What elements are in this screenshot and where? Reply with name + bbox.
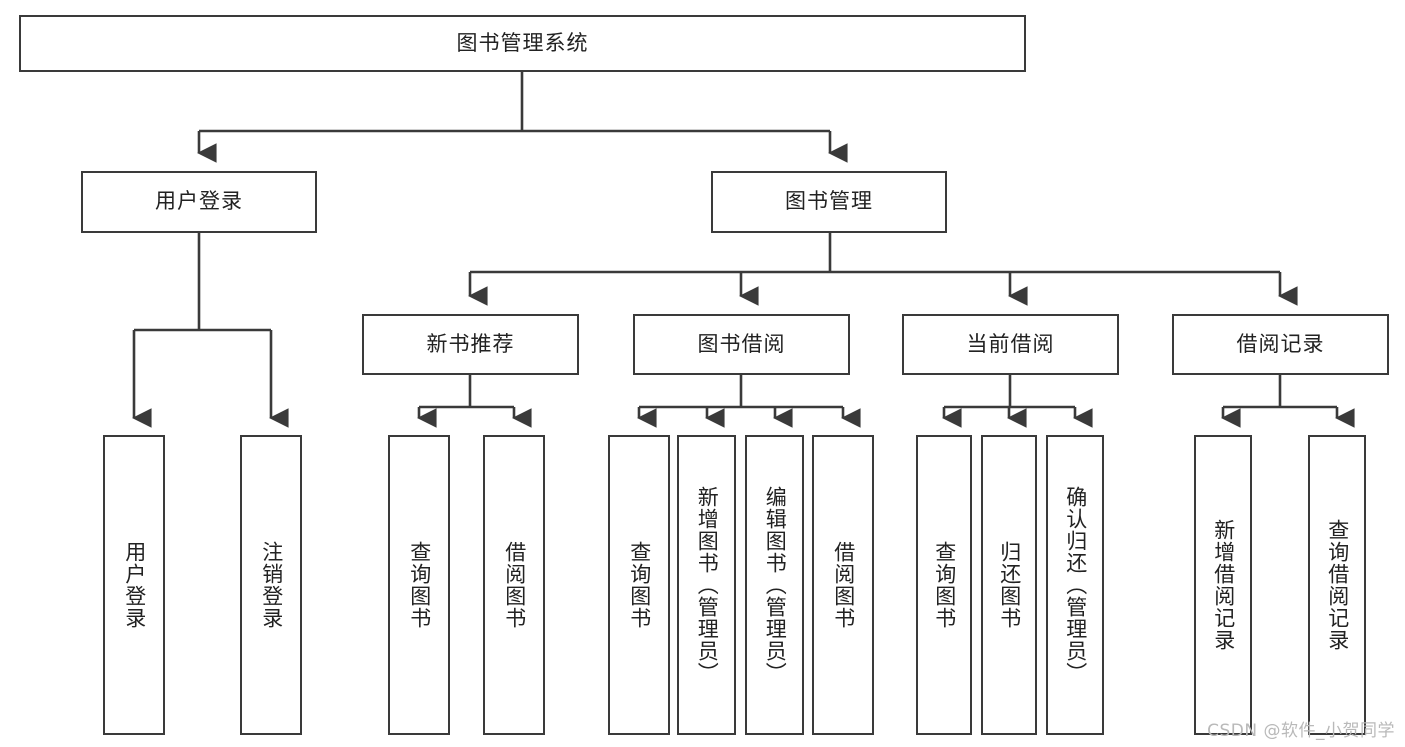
leaf-user-logout[interactable]: 注销登录 (240, 435, 302, 735)
node-label: 新增图书（管理员） (695, 486, 720, 684)
leaf-borrow-book-recommend[interactable]: 借阅图书 (483, 435, 545, 735)
node-label: 图书管理系统 (456, 30, 589, 55)
node-new-book-recommend[interactable]: 新书推荐 (362, 314, 579, 375)
node-book-management-system[interactable]: 图书管理系统 (19, 15, 1026, 72)
leaf-add-book-admin[interactable]: 新增图书（管理员） (677, 435, 736, 735)
node-label: 借阅图书 (831, 541, 856, 629)
node-label: 确认归还（管理员） (1063, 486, 1088, 684)
node-label: 编辑图书（管理员） (763, 486, 788, 684)
node-borrow-records[interactable]: 借阅记录 (1172, 314, 1389, 375)
node-label: 用户登录 (155, 189, 243, 214)
leaf-borrow-book[interactable]: 借阅图书 (812, 435, 874, 735)
node-label: 借阅图书 (502, 541, 527, 629)
node-label: 查询图书 (407, 541, 432, 629)
edges (132, 72, 1355, 428)
node-book-manage[interactable]: 图书管理 (711, 171, 947, 233)
node-label: 归还图书 (997, 541, 1022, 629)
node-label: 当前借阅 (966, 331, 1055, 356)
leaf-confirm-return-admin[interactable]: 确认归还（管理员） (1046, 435, 1104, 735)
node-user-login[interactable]: 用户登录 (81, 171, 317, 233)
leaf-add-borrow-record[interactable]: 新增借阅记录 (1194, 435, 1252, 735)
leaf-query-borrow-record[interactable]: 查询借阅记录 (1308, 435, 1366, 735)
leaf-user-login[interactable]: 用户登录 (103, 435, 165, 735)
node-label: 新增借阅记录 (1211, 519, 1236, 651)
node-label: 查询图书 (932, 541, 957, 629)
leaf-query-book-current[interactable]: 查询图书 (916, 435, 972, 735)
leaf-return-book[interactable]: 归还图书 (981, 435, 1037, 735)
node-label: 用户登录 (122, 541, 147, 629)
node-label: 图书管理 (785, 189, 873, 214)
leaf-query-book-recommend[interactable]: 查询图书 (388, 435, 450, 735)
node-label: 借阅记录 (1236, 331, 1325, 356)
node-label: 查询借阅记录 (1325, 519, 1350, 651)
node-label: 图书借阅 (697, 331, 786, 356)
leaf-query-book-borrow[interactable]: 查询图书 (608, 435, 670, 735)
csdn-watermark: CSDN @软件_小贺同学 (1207, 721, 1395, 741)
node-book-borrow[interactable]: 图书借阅 (633, 314, 850, 375)
leaf-edit-book-admin[interactable]: 编辑图书（管理员） (745, 435, 804, 735)
node-current-borrow[interactable]: 当前借阅 (902, 314, 1119, 375)
node-label: 查询图书 (627, 541, 652, 629)
node-label: 注销登录 (259, 541, 284, 629)
node-label: 新书推荐 (426, 331, 515, 356)
